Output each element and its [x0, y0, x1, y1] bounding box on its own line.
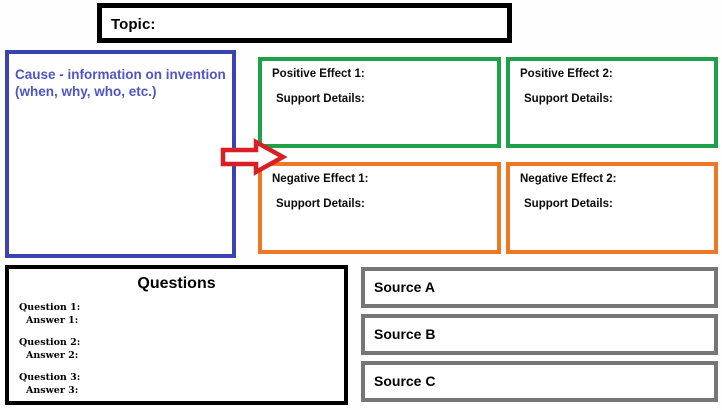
source-b-label: Source B	[374, 326, 436, 342]
positive-effect-1-box[interactable]: Positive Effect 1: Support Details:	[258, 57, 501, 148]
source-c-label: Source C	[374, 373, 436, 389]
source-c-box[interactable]: Source C	[361, 361, 718, 402]
answer-1-label: Answer 1:	[26, 315, 79, 326]
questions-list: Question 1: Answer 1: Question 2: Answer…	[19, 301, 338, 406]
answer-3-label: Answer 3:	[26, 385, 79, 396]
negative-effect-2-box[interactable]: Negative Effect 2: Support Details:	[506, 162, 718, 254]
source-a-box[interactable]: Source A	[361, 267, 718, 308]
qa-group: Question 2: Answer 2:	[19, 336, 338, 362]
topic-label: Topic:	[111, 16, 156, 33]
right-arrow-icon	[220, 138, 288, 176]
negative-effect-2-support-label: Support Details:	[524, 198, 613, 210]
qa-group: Question 3: Answer 3:	[19, 371, 338, 397]
questions-heading: Questions	[137, 275, 216, 292]
positive-effect-1-support-label: Support Details:	[276, 93, 365, 105]
questions-box[interactable]: Questions Question 1: Answer 1: Question…	[5, 265, 348, 405]
negative-effect-1-support-label: Support Details:	[276, 198, 365, 210]
positive-effect-2-title: Positive Effect 2:	[520, 68, 613, 80]
question-2-label: Question 2:	[19, 337, 81, 348]
source-a-label: Source A	[374, 279, 435, 295]
cause-label: Cause - information on invention (when, …	[15, 67, 226, 99]
source-b-box[interactable]: Source B	[361, 314, 718, 355]
answer-2-label: Answer 2:	[26, 350, 79, 361]
qa-group: Question 1: Answer 1:	[19, 301, 338, 327]
positive-effect-2-box[interactable]: Positive Effect 2: Support Details:	[506, 57, 718, 148]
positive-effect-1-title: Positive Effect 1:	[272, 68, 365, 80]
negative-effect-2-title: Negative Effect 2:	[520, 173, 617, 185]
cause-box[interactable]: Cause - information on invention (when, …	[5, 50, 236, 258]
negative-effect-1-box[interactable]: Negative Effect 1: Support Details:	[258, 162, 501, 254]
negative-effect-1-title: Negative Effect 1:	[272, 173, 369, 185]
question-3-label: Question 3:	[19, 372, 81, 383]
topic-box[interactable]: Topic:	[97, 3, 512, 43]
positive-effect-2-support-label: Support Details:	[524, 93, 613, 105]
question-1-label: Question 1:	[19, 302, 81, 313]
